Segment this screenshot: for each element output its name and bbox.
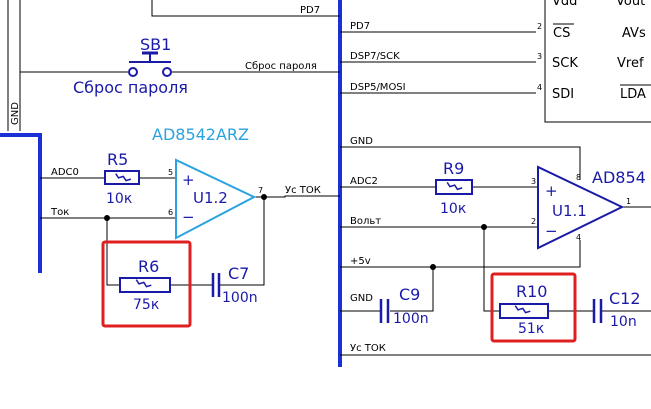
wire-plus5v <box>340 240 581 268</box>
svg-text:+: + <box>545 182 558 200</box>
svg-text:7: 7 <box>258 186 263 195</box>
left-bus <box>0 133 42 273</box>
svg-text:10к: 10к <box>440 201 466 217</box>
pin-sck: SCK <box>552 56 578 71</box>
wire-plus5v-c9 <box>390 267 434 312</box>
net-gnd-mid: GND <box>350 136 373 147</box>
svg-text:+: + <box>182 171 195 189</box>
highlight-r6 <box>101 240 192 328</box>
junction-tok <box>104 215 110 221</box>
resistor-r6: R6 75к <box>119 257 171 313</box>
net-reset: Сброс пароля <box>245 61 317 72</box>
svg-text:R5: R5 <box>107 150 128 169</box>
net-dsp5: DSP5/MOSI <box>350 82 406 93</box>
resistor-r10: R10 51к <box>499 282 549 337</box>
wire-gnd-mid <box>340 146 581 180</box>
dac-chip: 2 3 4 Vdd CS SCK SDI Vout AVs Vref LDA <box>537 0 651 102</box>
svg-text:−: − <box>182 208 195 226</box>
capacitor-c12: C12 10n <box>592 289 641 330</box>
wire-tok-r6 <box>106 218 120 286</box>
svg-text:R10: R10 <box>516 282 547 301</box>
net-gnd-left: GND <box>10 102 21 125</box>
wire-u12-out <box>254 195 340 198</box>
svg-text:75к: 75к <box>133 297 159 313</box>
opamp-u11: + − U1.1 3 2 1 8 4 <box>531 165 631 250</box>
svg-text:C7: C7 <box>228 264 249 283</box>
net-us-tok-left: Ус ТОК <box>285 185 321 196</box>
capacitor-c9: C9 100n <box>379 285 429 327</box>
svg-text:51к: 51к <box>518 321 544 337</box>
junction-volt <box>481 224 487 230</box>
svg-text:8: 8 <box>576 173 581 182</box>
svg-text:Vref: Vref <box>617 56 644 71</box>
chip-left-label: AD8542ARZ <box>152 125 249 144</box>
svg-text:R9: R9 <box>443 159 464 178</box>
junction-5v <box>430 264 436 270</box>
svg-text:100n: 100n <box>393 311 429 327</box>
switch-sb1: SB1 Сброс пароля <box>73 35 188 97</box>
net-dsp7: DSP7/SCK <box>350 51 400 62</box>
svg-text:1: 1 <box>626 197 631 206</box>
svg-text:Vdd: Vdd <box>552 0 577 9</box>
pin-sdi: SDI <box>552 87 574 102</box>
buses <box>0 0 342 367</box>
junction-out <box>261 194 267 200</box>
sb1-label: Сброс пароля <box>73 78 188 97</box>
pin-lda: LDA <box>620 87 646 102</box>
u12-ref: U1.2 <box>193 189 228 207</box>
net-adc0: ADC0 <box>51 167 79 178</box>
svg-text:2: 2 <box>531 217 536 226</box>
wire-volt-r10 <box>483 227 500 312</box>
net-plus5v: +5v <box>350 256 371 267</box>
resistor-r9: R9 10к <box>435 159 473 217</box>
u11-ref: U1.1 <box>552 202 587 220</box>
net-pd7: PD7 <box>350 21 370 32</box>
svg-text:2: 2 <box>537 22 542 31</box>
resistor-r5: R5 10к <box>104 150 140 207</box>
svg-text:5: 5 <box>168 168 173 177</box>
svg-text:−: − <box>545 222 558 240</box>
svg-text:4: 4 <box>576 233 581 242</box>
junctions <box>104 194 487 270</box>
wire-pd7-top <box>151 0 340 17</box>
svg-text:6: 6 <box>168 208 173 217</box>
chip-outline <box>544 0 651 123</box>
net-us-tok-bottom: Ус ТОК <box>350 343 386 354</box>
svg-text:AVs: AVs <box>622 26 646 41</box>
highlights <box>101 240 577 343</box>
svg-text:Vout: Vout <box>616 0 645 9</box>
wires <box>7 0 651 356</box>
svg-text:100n: 100n <box>222 290 258 306</box>
wire-c7-out <box>219 197 265 286</box>
svg-text:C12: C12 <box>609 289 641 308</box>
sb1-ref: SB1 <box>140 35 171 54</box>
svg-text:10n: 10n <box>610 314 637 330</box>
capacitor-c7: C7 100n <box>211 264 258 306</box>
net-adc2: ADC2 <box>350 176 378 187</box>
net-volt: Вольт <box>350 216 381 227</box>
net-gnd-c9: GND <box>350 293 373 304</box>
net-tok: Ток <box>50 207 69 218</box>
svg-text:3: 3 <box>531 177 536 186</box>
pin-cs: CS <box>553 26 570 41</box>
net-pd7-top: PD7 <box>300 5 320 16</box>
svg-text:4: 4 <box>537 83 542 92</box>
svg-text:C9: C9 <box>399 285 420 304</box>
highlight-r10 <box>490 272 577 343</box>
svg-text:10к: 10к <box>106 191 132 207</box>
svg-text:R6: R6 <box>138 257 159 276</box>
svg-text:3: 3 <box>537 52 542 61</box>
chip-right-label: AD854 <box>592 168 646 187</box>
opamp-u12: + − U1.2 5 6 7 <box>168 158 263 240</box>
